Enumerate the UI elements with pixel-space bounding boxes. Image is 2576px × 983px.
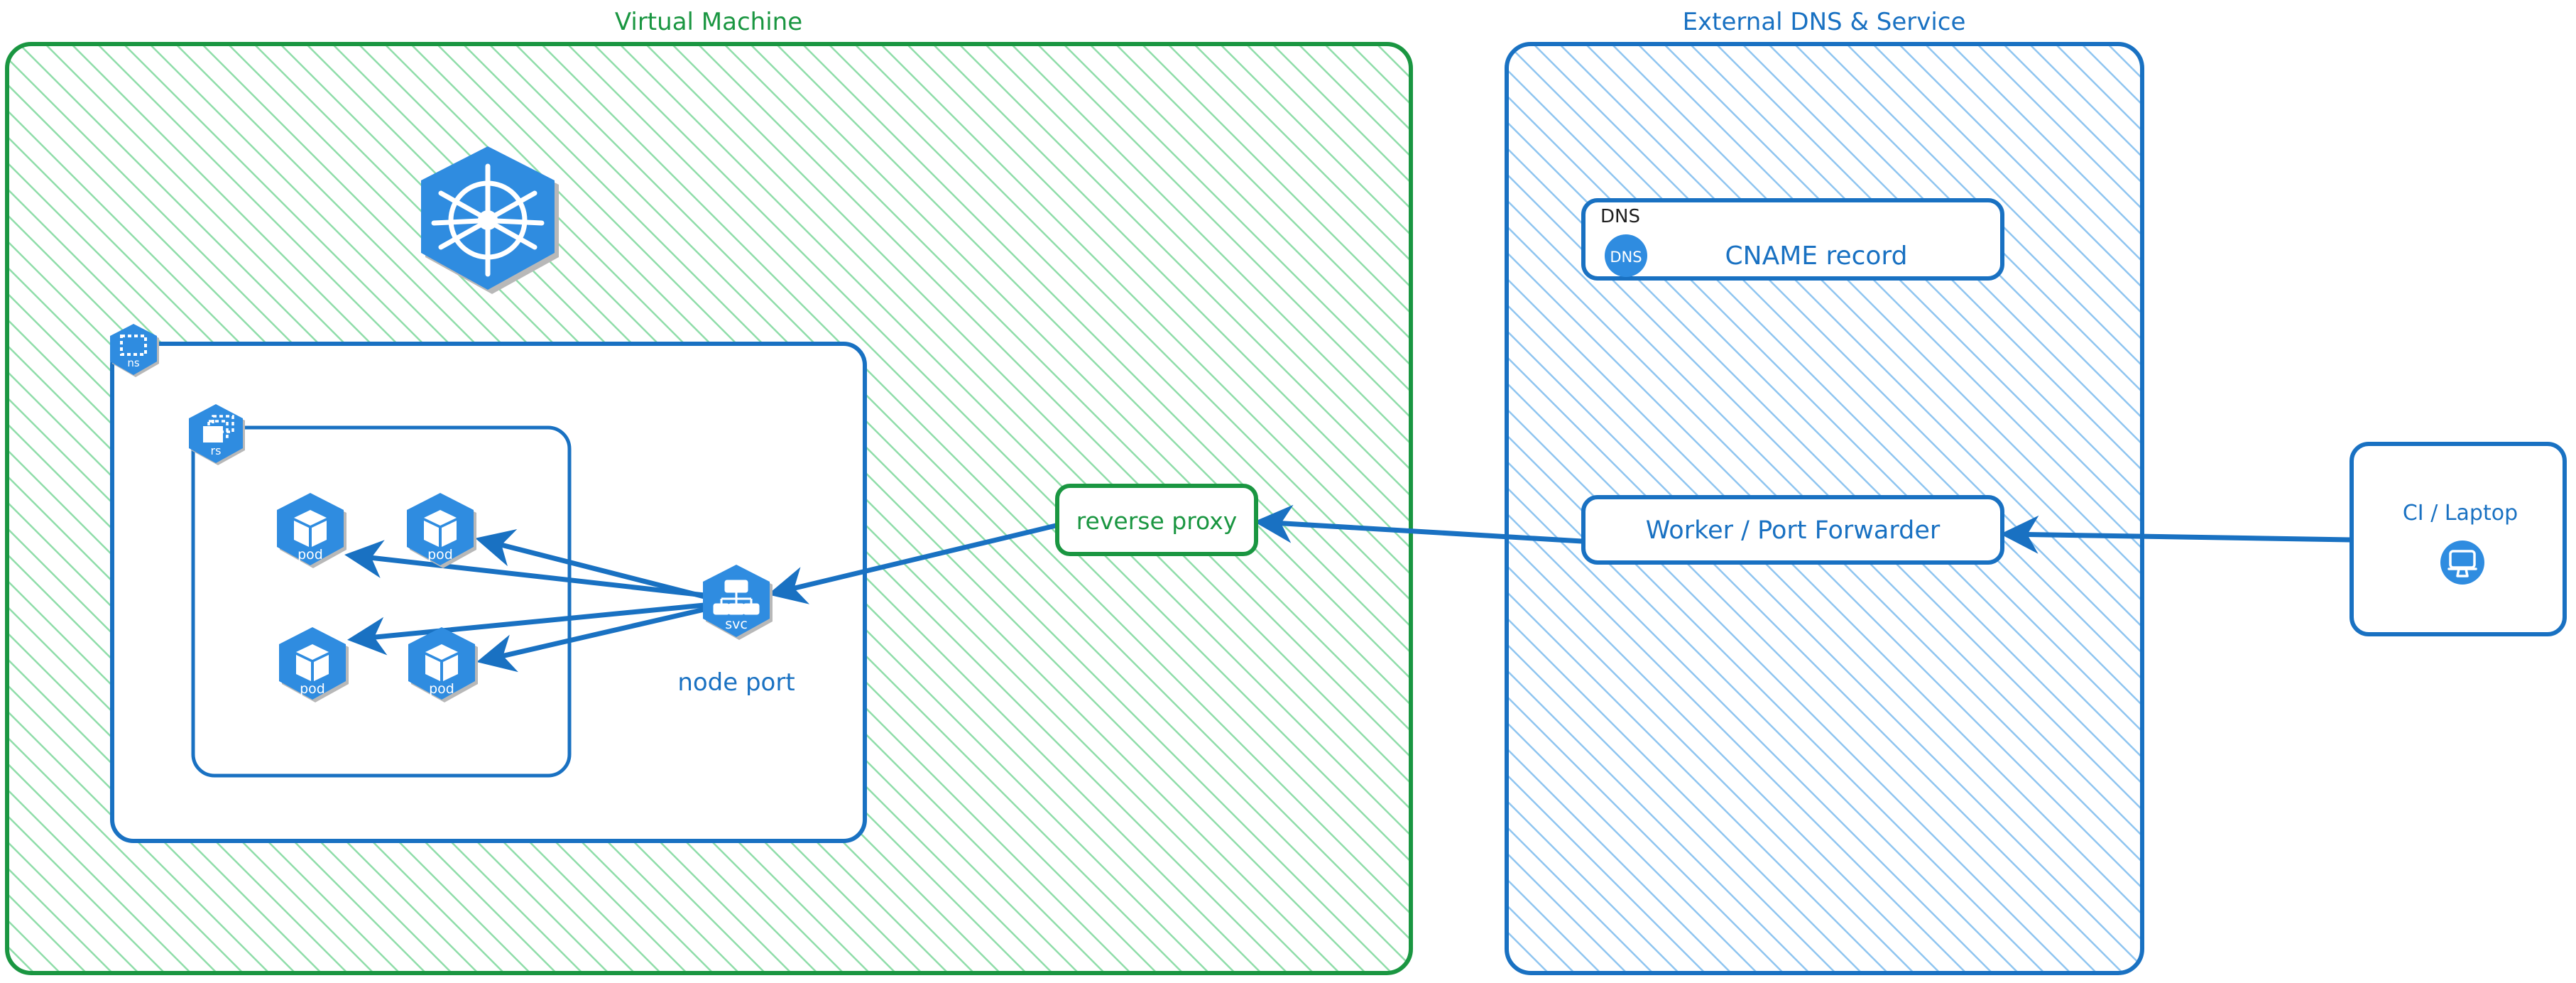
edge-reverse-proxy-to-service bbox=[768, 523, 1059, 604]
namespace-icon bbox=[120, 335, 147, 356]
edge-svc-to-pod-2 bbox=[475, 528, 707, 599]
group-external-dns-service: External DNS & Service bbox=[1505, 8, 2144, 975]
pod-1: pod bbox=[277, 493, 346, 568]
ci-laptop[interactable]: CI / Laptop bbox=[2349, 442, 2567, 636]
ci-laptop-box[interactable] bbox=[2349, 442, 2567, 636]
virtual-machine-title: Virtual Machine bbox=[615, 8, 802, 36]
dns-card-box[interactable] bbox=[1581, 198, 2004, 281]
replicaset-badge: rs bbox=[189, 404, 245, 465]
replicaset-box bbox=[191, 425, 572, 778]
pod-heptagon bbox=[277, 493, 344, 565]
pod-label: pod bbox=[429, 681, 454, 697]
pod-label: pod bbox=[298, 547, 323, 563]
dns-badge-label: DNS bbox=[1610, 249, 1642, 266]
pod-3: pod bbox=[279, 627, 349, 702]
external-dns-service-title: External DNS & Service bbox=[1683, 8, 1966, 36]
reverse-proxy-box[interactable] bbox=[1055, 484, 1258, 556]
dns-card[interactable]: DNS DNS CNAME record bbox=[1581, 198, 2004, 281]
edge-ci-to-worker bbox=[2000, 515, 2353, 554]
pod-heptagon bbox=[408, 627, 475, 700]
desktop-monitor-icon bbox=[2440, 541, 2484, 585]
service-badge-label: svc bbox=[725, 617, 748, 632]
pod-cube-icon bbox=[424, 510, 457, 547]
dns-card-title: DNS bbox=[1600, 206, 1640, 227]
worker-port-forwarder-label: Worker / Port Forwarder bbox=[1646, 516, 1941, 545]
kubernetes-logo bbox=[421, 146, 559, 294]
edges-layer bbox=[344, 504, 2353, 673]
replicaset-container bbox=[191, 425, 572, 778]
pod-heptagon bbox=[279, 627, 346, 700]
reverse-proxy[interactable]: reverse proxy bbox=[1055, 484, 1258, 556]
pod-label: pod bbox=[427, 547, 453, 563]
ci-laptop-label: CI / Laptop bbox=[2403, 501, 2518, 526]
pod-cube-icon bbox=[425, 644, 458, 681]
replicaset-icon bbox=[203, 415, 234, 442]
namespace-badge-label: ns bbox=[127, 357, 140, 369]
pod-cube-icon bbox=[294, 510, 327, 547]
worker-port-forwarder-box[interactable] bbox=[1581, 495, 2004, 565]
namespace-badge: ns bbox=[110, 324, 159, 377]
edge-svc-to-pod-1 bbox=[344, 540, 707, 598]
edge-svc-to-pod-4 bbox=[476, 607, 707, 673]
reverse-proxy-label: reverse proxy bbox=[1076, 507, 1238, 535]
pod-4: pod bbox=[408, 627, 478, 702]
service-nodeport-label: node port bbox=[677, 668, 795, 697]
replicaset-badge-label: rs bbox=[211, 444, 222, 457]
dns-card-label: CNAME record bbox=[1725, 241, 1908, 271]
dns-circle-icon bbox=[1605, 234, 1647, 277]
kubernetes-helm-icon bbox=[431, 163, 545, 277]
pod-cube-icon bbox=[296, 644, 329, 681]
service-tree-icon bbox=[713, 580, 760, 615]
edge-worker-to-reverse-proxy bbox=[1254, 504, 1585, 544]
pod-label: pod bbox=[300, 681, 325, 697]
edge-svc-to-pod-3 bbox=[347, 602, 707, 656]
worker-port-forwarder[interactable]: Worker / Port Forwarder bbox=[1581, 495, 2004, 565]
pod-heptagon bbox=[407, 493, 474, 565]
service-nodeport: svc bbox=[703, 565, 773, 640]
pod-2: pod bbox=[407, 493, 476, 568]
